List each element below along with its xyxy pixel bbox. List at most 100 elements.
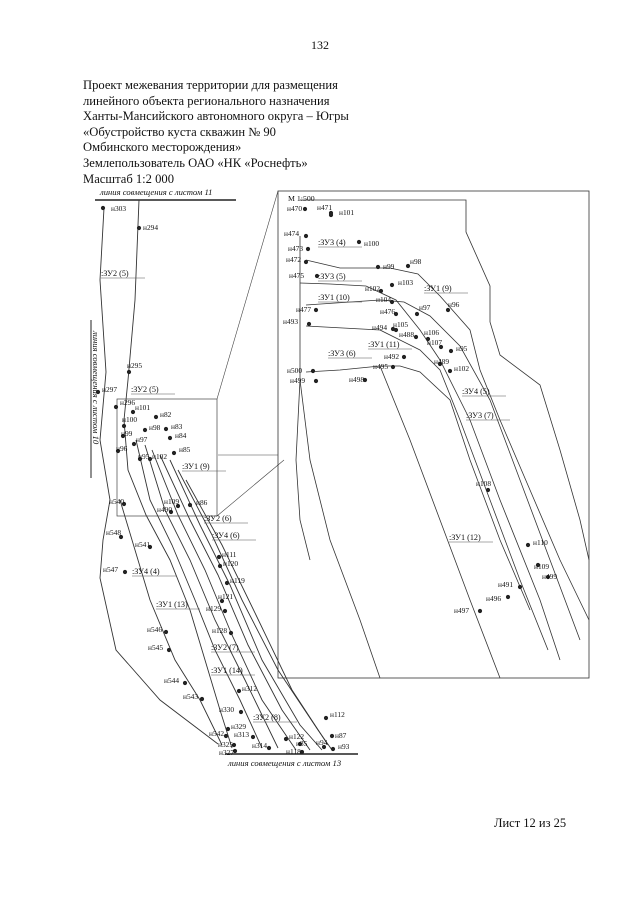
inset-line-1 [305,259,590,621]
main-zone-label: :ЗУ1 (14) [211,666,243,675]
inset-point-marker [425,336,431,342]
inset-line-2 [299,282,561,661]
main-point-marker [224,580,230,586]
inset-point-marker [448,348,454,354]
inset-point-marker [303,233,309,239]
boundary-f [159,454,311,751]
inset-point-label: н499 [542,572,557,581]
main-point-marker [153,414,159,420]
main-point-marker [118,534,124,540]
main-zone-label: :ЗУ2 (7) [211,643,239,652]
main-point-marker [199,696,205,702]
inset-point-marker [413,334,419,340]
inset-zones-layer: :ЗУ3 (4):ЗУ3 (5):ЗУ1 (10):ЗУ1 (9):ЗУ1 (1… [318,238,510,543]
main-point-label: н95 [138,452,150,461]
main-point-marker [167,435,173,441]
inset-point-label: н102 [454,364,469,373]
main-point-marker [168,509,174,515]
scale-line: Масштаб 1:2 000 [83,171,175,186]
inset-point-marker [447,368,453,374]
main-point-marker [130,409,136,415]
main-point-label: н85 [179,445,191,454]
inset-point-label: н496 [486,594,501,603]
main-zone-label: :ЗУ1 (13) [156,600,188,609]
main-point-label: н540 [109,497,124,506]
main-point-marker [231,742,237,748]
inset-zone-label: :ЗУ4 (5) [462,387,490,396]
inset-point-label: н97 [419,303,431,312]
main-point-marker [219,598,225,604]
main-point-label: н118 [286,747,301,756]
main-point-marker [236,688,242,694]
main-point-marker [223,733,229,739]
inset-point-label: н103 [398,278,413,287]
main-point-label: н111 [222,550,237,559]
main-point-label: н312 [242,684,257,693]
main-point-marker [163,426,169,432]
inset-point-label: н473 [288,244,303,253]
inset-point-label: н475 [289,271,304,280]
inset-point-marker [362,377,368,383]
detail-box [116,398,218,517]
boundary-h [177,469,333,751]
main-point-label: н100 [122,415,137,424]
inset-frame [277,190,590,679]
main-point-marker [216,554,222,560]
main-point-label: н99 [121,429,133,438]
main-point-label: н128 [212,626,227,635]
boundary-i [185,479,329,746]
inset-point-label: н492 [384,352,399,361]
title-line-5: Омбинского месторождения» [83,140,242,155]
main-point-label: н120 [223,559,238,568]
inset-line-4 [305,325,549,651]
inset-zone-label: :ЗУ3 (6) [328,349,356,358]
main-point-marker [131,441,137,447]
main-point-label: н97 [136,435,148,444]
main-point-label: н329 [231,722,246,731]
inset-point-label: н471 [317,203,332,212]
main-point-marker [232,748,238,754]
main-zones-layer: :ЗУ2 (5):ЗУ2 (5):ЗУ1 (9):ЗУ2 (6):ЗУ4 (6)… [101,269,297,723]
main-point-marker [217,563,223,569]
main-point-label: н295 [127,361,142,370]
main-point-label: н296 [120,398,135,407]
main-point-marker [238,709,244,715]
main-point-label: н490 [157,505,172,514]
match-line-top-label: линия совмещения с листом 11 [99,187,212,197]
main-point-label: н313 [234,730,249,739]
boundary-b [123,419,233,749]
main-point-marker [95,389,101,395]
inset-zone-label: :ЗУ1 (9) [424,284,452,293]
inset-zone-label: :ЗУ1 (11) [368,340,400,349]
main-point-label: н94 [316,738,328,747]
main-point-label: н83 [171,422,183,431]
boundary-j [119,499,223,746]
main-point-label: н543 [183,692,198,701]
main-point-marker [182,680,188,686]
inset-point-marker [445,307,451,313]
inset-point-label: н104 [376,295,391,304]
main-point-label: н547 [103,565,118,574]
inset-point-marker [302,206,308,212]
main-point-marker [113,404,119,410]
main-point-label: н109 [164,497,179,506]
main-point-label: н546 [147,625,162,634]
inset-point-label: н497 [454,606,469,615]
main-point-marker [171,450,177,456]
main-point-marker [175,503,181,509]
inset-point-marker [535,562,541,568]
main-point-marker [122,569,128,575]
main-point-label: н93 [338,742,350,751]
inset-point-label: н499 [290,376,305,385]
inset-point-marker [314,273,320,279]
main-point-label: н98 [149,423,161,432]
main-point-label: н112 [330,710,345,719]
corridor-lines [99,199,333,751]
boundary-a [123,199,140,421]
inset-point-marker [313,378,319,384]
title-line-6: Землепользователь ОАО «НК «Роснефть» [83,155,308,170]
inset-line-6 [299,379,381,679]
inset-point-marker [414,311,420,317]
page-number: 132 [311,38,329,52]
leader-top [216,190,279,400]
